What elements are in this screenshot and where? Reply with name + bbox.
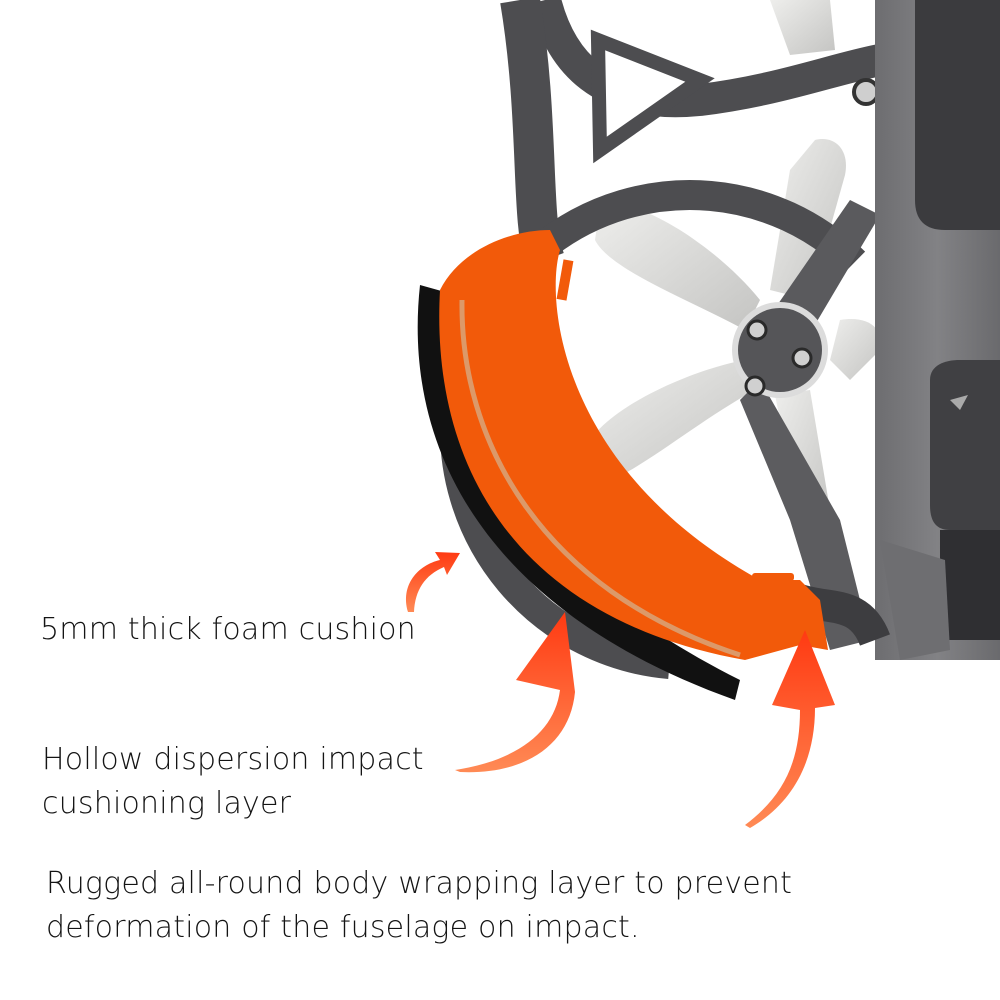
screw-icon xyxy=(791,347,813,369)
rugged-layer-arrow xyxy=(745,630,835,828)
screw-icon xyxy=(852,78,880,106)
foam-cushion-arrow xyxy=(406,552,460,612)
rugged-layer-label-line2: deformation of the fuselage on impact. xyxy=(46,910,640,945)
screw-icon xyxy=(744,375,766,397)
hollow-layer-label: Hollow dispersion impact cushioning laye… xyxy=(42,738,424,826)
drone-body xyxy=(875,0,1000,660)
screw-icon xyxy=(746,319,768,341)
rugged-layer-label: Rugged all-round body wrapping layer to … xyxy=(46,862,792,950)
hollow-layer-label-line2: cushioning layer xyxy=(42,786,292,821)
rugged-layer-label-line1: Rugged all-round body wrapping layer to … xyxy=(46,866,793,901)
orange-bumper xyxy=(439,230,828,660)
hollow-layer-label-line1: Hollow dispersion impact xyxy=(42,742,424,777)
foam-cushion-label: 5mm thick foam cushion xyxy=(40,612,416,647)
hollow-layer-arrow xyxy=(455,612,575,773)
motor-arm xyxy=(732,200,880,650)
